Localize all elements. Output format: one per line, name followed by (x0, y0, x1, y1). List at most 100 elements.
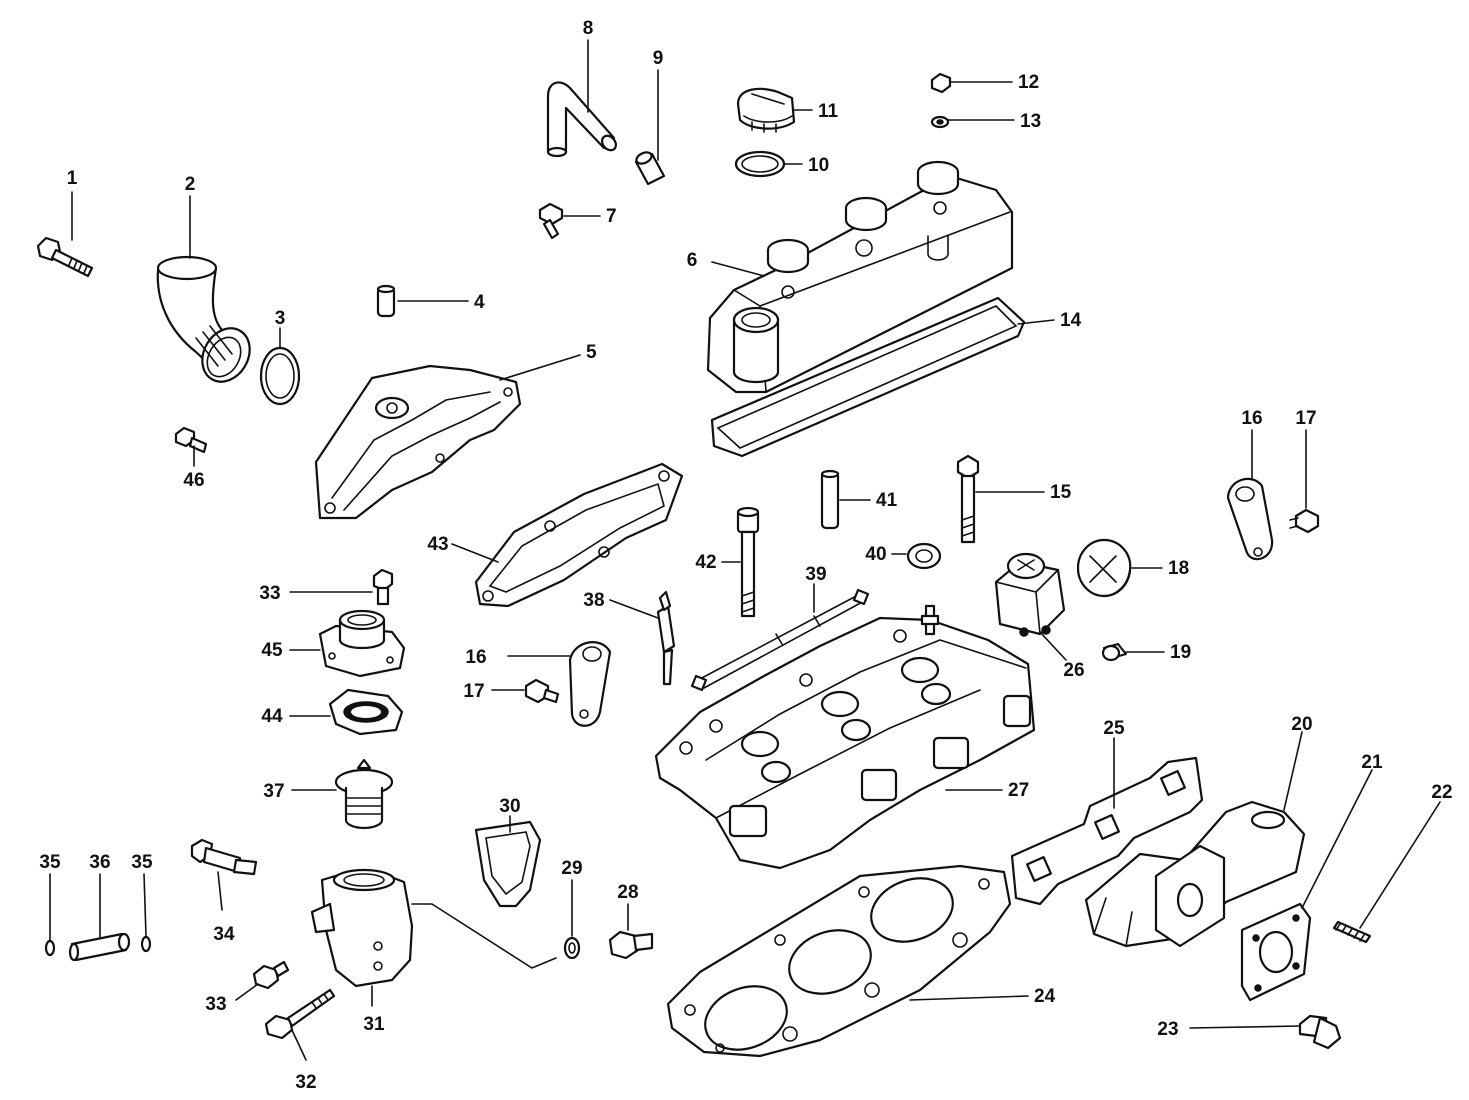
leader-5 (499, 354, 581, 381)
callout-1: 1 (67, 168, 78, 189)
part-10-gasket-ring (734, 150, 786, 178)
part-32-long-bolt (264, 988, 336, 1040)
callout-23: 23 (1157, 1019, 1178, 1040)
callout-35-right: 35 (131, 852, 153, 873)
callout-45: 45 (261, 640, 283, 661)
part-16-lifting-eye-middle (568, 641, 612, 727)
part-31-thermostat-housing (310, 868, 414, 988)
part-22-stud (1332, 920, 1372, 944)
callout-2: 2 (185, 174, 196, 195)
callout-17-middle: 17 (463, 681, 484, 702)
part-40-seal (906, 542, 942, 570)
callout-15: 15 (1050, 482, 1072, 503)
part-19-plug (1101, 642, 1128, 662)
leader-38 (609, 599, 659, 619)
callout-30: 30 (499, 796, 520, 817)
callout-35-left: 35 (39, 852, 61, 873)
callout-12: 12 (1018, 72, 1039, 93)
part-12-nut (930, 72, 952, 94)
leader-24 (909, 995, 1029, 1001)
part-35-o-ring-left (44, 939, 56, 957)
part-41-sleeve (820, 469, 840, 530)
part-8-hose (546, 81, 617, 158)
leader-33-lower (235, 983, 259, 1001)
callout-16-right: 16 (1241, 408, 1262, 429)
leader-34 (217, 871, 223, 911)
callout-38: 38 (583, 590, 604, 611)
callout-33-lower: 33 (205, 994, 226, 1015)
leader-26 (1039, 631, 1067, 661)
callout-20: 20 (1291, 714, 1312, 735)
part-15-head-bolt (956, 454, 980, 544)
callout-40: 40 (865, 544, 886, 565)
callout-10: 10 (808, 155, 829, 176)
callout-27: 27 (1008, 780, 1029, 801)
leader-32 (291, 1029, 307, 1061)
callout-14: 14 (1060, 310, 1082, 331)
part-38-glow-plug (656, 590, 676, 686)
part-17-bolt-middle (524, 678, 560, 704)
part-46-screw (174, 426, 208, 454)
part-30-gasket (474, 820, 542, 908)
leader-35-right (143, 873, 147, 937)
part-6-valve-cover (706, 160, 1014, 394)
callout-33-upper: 33 (259, 583, 280, 604)
part-2-elbow-hose (156, 255, 251, 383)
part-21-exhaust-gasket (1240, 902, 1312, 1002)
callout-11: 11 (818, 101, 839, 122)
callout-39: 39 (805, 564, 826, 585)
callout-18: 18 (1168, 558, 1189, 579)
callout-16-middle: 16 (465, 647, 486, 668)
part-24-head-gasket (666, 864, 1012, 1058)
callout-31: 31 (363, 1014, 385, 1035)
callout-22: 22 (1431, 782, 1452, 803)
part-45-water-outlet (318, 609, 406, 678)
part-9-fitting (634, 151, 666, 186)
part-4-dowel-pin (376, 284, 396, 318)
callout-46: 46 (183, 470, 204, 491)
part-44-gasket (328, 688, 404, 736)
part-11-oil-filler-cap (736, 87, 796, 133)
callout-32: 32 (295, 1072, 316, 1093)
part-33-bolt-lower (252, 960, 290, 990)
callout-28: 28 (617, 882, 638, 903)
leader-14 (1017, 319, 1055, 325)
callout-13: 13 (1020, 111, 1041, 132)
part-25-exhaust-manifold-gasket (1010, 756, 1204, 906)
part-26-fuel-solenoid (994, 552, 1066, 637)
part-37-thermostat (334, 758, 394, 830)
leader-31-to-29 (411, 903, 557, 969)
leader-6 (711, 261, 765, 277)
callout-24: 24 (1034, 986, 1056, 1007)
leader-22 (1359, 801, 1441, 929)
callout-9: 9 (653, 48, 664, 69)
part-42-long-bolt (736, 506, 760, 618)
callout-19: 19 (1170, 642, 1191, 663)
part-1-bolt (36, 236, 94, 278)
callout-8: 8 (583, 18, 594, 39)
part-13-washer (930, 115, 950, 129)
callout-6: 6 (687, 250, 698, 271)
callout-3: 3 (275, 308, 286, 329)
part-33-bolt-upper (372, 568, 394, 606)
part-7-screw (538, 202, 564, 240)
part-35-o-ring-right (140, 935, 152, 953)
callout-37: 37 (263, 781, 284, 802)
leader-21 (1301, 769, 1373, 909)
callout-25: 25 (1103, 718, 1125, 739)
callout-29: 29 (561, 858, 582, 879)
leader-43 (451, 543, 499, 563)
part-39-fuel-return-line (690, 588, 870, 692)
callout-7: 7 (606, 206, 617, 227)
part-3-o-ring (259, 346, 301, 406)
part-23-bolt (1298, 1014, 1342, 1050)
callout-4: 4 (474, 292, 485, 313)
part-43-intake-gasket (474, 462, 684, 608)
part-18-expansion-plug (1076, 538, 1132, 598)
leader-20 (1283, 731, 1303, 811)
leader-23 (1189, 1025, 1301, 1029)
part-29-washer (563, 936, 581, 960)
callout-21: 21 (1361, 752, 1383, 773)
part-36-water-pipe (68, 932, 131, 962)
